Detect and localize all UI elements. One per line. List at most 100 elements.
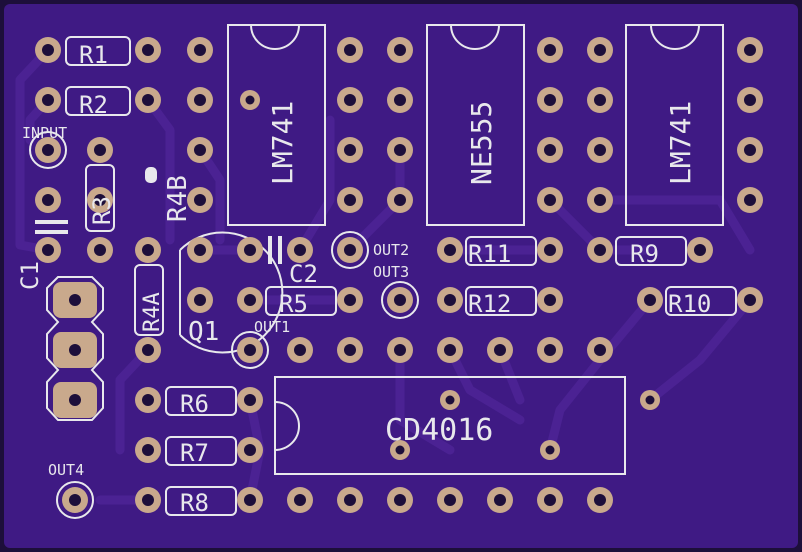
pad (444, 494, 456, 506)
pad (744, 144, 756, 156)
pad (244, 394, 256, 406)
pad (744, 94, 756, 106)
ic2-outline (426, 24, 525, 226)
ic4-label: CD4016 (385, 413, 493, 448)
pad (594, 144, 606, 156)
r1-label: R1 (79, 41, 108, 69)
pad (445, 395, 455, 405)
pad (142, 344, 154, 356)
q1-label: Q1 (188, 317, 219, 347)
pad (381, 281, 419, 319)
r10-label: R10 (668, 290, 711, 318)
pad (94, 144, 106, 156)
r4b-label: R4B (163, 175, 193, 222)
pad (544, 294, 556, 306)
r2-outline (65, 86, 131, 116)
out4-label: OUT4 (48, 461, 84, 479)
pad (394, 294, 406, 306)
pad (594, 94, 606, 106)
pad (194, 144, 206, 156)
pad (42, 94, 54, 106)
pad (244, 344, 256, 356)
pad (194, 244, 206, 256)
pad (544, 244, 556, 256)
pad (244, 244, 256, 256)
ic1-label: LM741 (266, 101, 299, 185)
pad (594, 194, 606, 206)
pad (544, 144, 556, 156)
pad (344, 494, 356, 506)
r8-label: R8 (180, 489, 209, 517)
pad (645, 395, 655, 405)
pad (394, 144, 406, 156)
r5-label: R5 (279, 290, 308, 318)
pad (42, 194, 54, 206)
pad (69, 494, 81, 506)
c2-label: C2 (289, 260, 318, 288)
pad (194, 94, 206, 106)
header-outline (46, 276, 104, 421)
pad (344, 294, 356, 306)
r6-label: R6 (180, 390, 209, 418)
r6-outline (165, 386, 237, 416)
pad (294, 244, 306, 256)
r3-outline (85, 164, 115, 232)
pad (344, 94, 356, 106)
pad (142, 494, 154, 506)
pad (444, 244, 456, 256)
pad (344, 244, 356, 256)
pad (394, 194, 406, 206)
ic3-outline (625, 24, 724, 226)
pad (344, 144, 356, 156)
pad (56, 481, 94, 519)
pad (142, 444, 154, 456)
pad (694, 244, 706, 256)
r1-outline (65, 36, 131, 66)
pad (344, 194, 356, 206)
pad (544, 344, 556, 356)
pad (244, 444, 256, 456)
pad (394, 494, 406, 506)
pad (244, 294, 256, 306)
pad (94, 244, 106, 256)
pad (544, 194, 556, 206)
pad (744, 44, 756, 56)
r9-label: R9 (630, 240, 659, 268)
copper-traces (15, 45, 755, 505)
r3-label: R3 (88, 196, 116, 225)
r2-label: R2 (79, 91, 108, 119)
r8-outline (165, 486, 237, 516)
pad (94, 194, 106, 206)
r12-outline (465, 286, 537, 316)
pad (594, 344, 606, 356)
r7-outline (165, 436, 237, 466)
pad (344, 344, 356, 356)
header-pads (53, 282, 97, 418)
pad (194, 294, 206, 306)
pad (231, 331, 269, 369)
pad (142, 94, 154, 106)
pad (594, 494, 606, 506)
pad (42, 44, 54, 56)
r9-outline (615, 236, 687, 266)
r4a-label: R4A (140, 292, 165, 332)
ic2-label: NE555 (465, 101, 498, 185)
r11-label: R11 (468, 240, 511, 268)
pad (494, 344, 506, 356)
pad (142, 44, 154, 56)
pad (644, 294, 656, 306)
ic4-outline (274, 376, 626, 475)
pad (594, 244, 606, 256)
r7-label: R7 (180, 439, 209, 467)
r11-outline (465, 236, 537, 266)
pad (444, 344, 456, 356)
out3-label: OUT3 (373, 263, 409, 281)
out2-label: OUT2 (373, 241, 409, 259)
pad (394, 344, 406, 356)
r12-label: R12 (468, 290, 511, 318)
pad (744, 194, 756, 206)
through-hole-pads (29, 37, 763, 519)
ic3-label: LM741 (664, 101, 697, 185)
pad (42, 244, 54, 256)
